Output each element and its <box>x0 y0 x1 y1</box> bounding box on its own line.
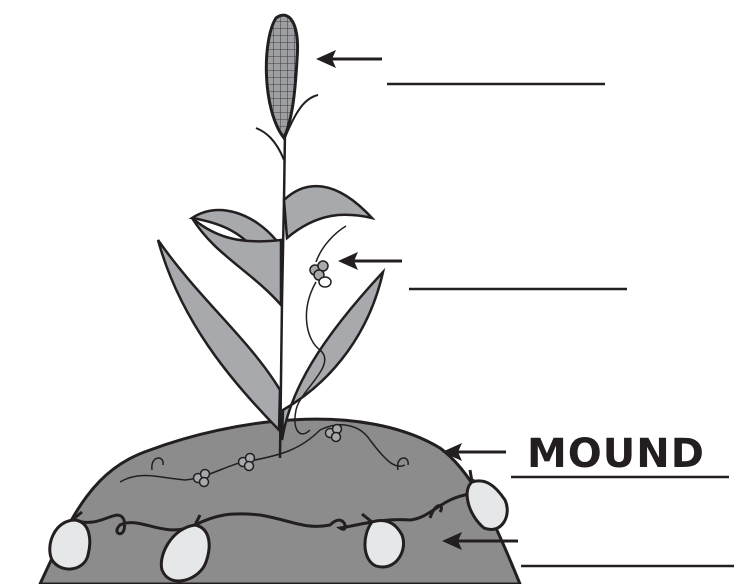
mound-label: MOUND <box>527 430 705 478</box>
corn-leaf-lower-right <box>282 272 383 440</box>
corn-ear <box>256 15 318 160</box>
arrow-bean <box>338 252 402 270</box>
arrow-corn-ear <box>316 50 382 68</box>
corn-leaf-upper-right <box>284 186 372 238</box>
bean-cluster <box>310 261 331 287</box>
